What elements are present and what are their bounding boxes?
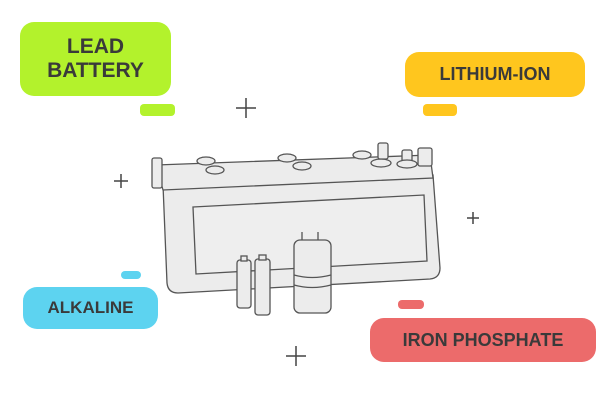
plus-icon	[286, 346, 306, 366]
lithium-accent-bar	[423, 104, 457, 116]
label-iron-phosphate: IRON PHOSPHATE	[370, 318, 596, 362]
lead-line2: BATTERY	[47, 59, 144, 82]
aa-battery	[236, 259, 252, 309]
aa-battery	[254, 258, 271, 316]
plus-icon	[467, 212, 479, 224]
lead-line1: LEAD	[66, 35, 125, 58]
plus-decorations	[114, 98, 479, 366]
iron-accent-bar	[398, 300, 424, 309]
label-alkaline: ALKALINE	[23, 287, 158, 329]
car-battery	[151, 142, 441, 294]
plus-icon	[114, 174, 128, 188]
label-lithium-ion: LITHIUM-ION	[405, 52, 585, 97]
alkaline-accent-bar	[121, 271, 141, 279]
small-batteries	[236, 232, 332, 316]
lead-accent-bar	[140, 104, 175, 116]
plus-icon	[236, 98, 256, 118]
label-lead-battery: LEAD BATTERY	[20, 22, 171, 96]
